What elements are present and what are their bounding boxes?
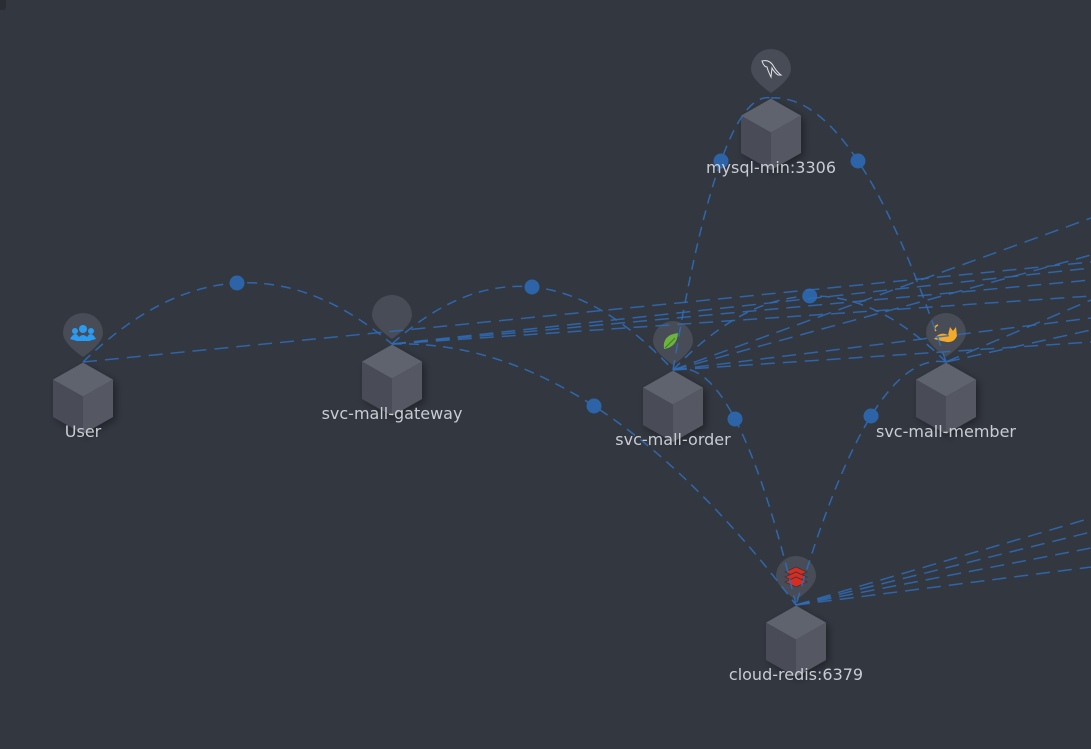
edge-midpoint-dot[interactable] [229,275,245,291]
cube-icon [643,370,703,442]
edge-midpoint-dot[interactable] [586,398,602,414]
node-mysql[interactable] [741,49,801,170]
users-icon [70,325,96,341]
edge-order-offscreen[interactable] [672,254,1091,371]
edge-midpoint-dot[interactable] [863,408,879,424]
edge-order-offscreen[interactable] [672,317,1091,371]
cube-icon [741,98,801,170]
node-label: cloud-redis:6379 [729,665,863,684]
edge-order-offscreen[interactable] [672,341,1091,371]
node-member[interactable] [916,313,976,434]
node-gateway[interactable] [362,295,422,416]
edge-midpoint-dot[interactable] [524,279,540,295]
icon-badge [776,556,816,600]
edge-gateway-order[interactable] [391,279,674,371]
window-corner [0,0,6,10]
icon-badge [751,49,791,93]
edge-gateway-offscreen[interactable] [391,279,1091,345]
cube-icon [766,605,826,677]
edge-midpoint-dot[interactable] [850,153,866,169]
node-label: mysql-min:3306 [706,158,836,177]
edge-member-redis[interactable] [795,360,947,606]
spring-leaf-icon [663,333,678,349]
cube-icon [362,344,422,416]
cube-icon [916,362,976,434]
icon-badge [372,295,412,339]
node-order[interactable] [643,321,703,442]
edge-redis-offscreen[interactable] [795,547,1091,606]
edge-gateway-offscreen[interactable] [391,267,1091,345]
mysql-dolphin-icon [761,60,783,79]
node-user[interactable] [53,313,113,434]
icon-badge [653,321,693,365]
edge-gateway-offscreen[interactable] [391,295,1091,345]
node-label: User [65,422,102,441]
edge-redis-offscreen[interactable] [795,531,1091,606]
edge-midpoint-dot[interactable] [727,411,743,427]
node-label: svc-mall-member [876,422,1016,441]
node-label: svc-mall-order [615,430,731,449]
edge-redis-offscreen[interactable] [795,517,1091,606]
edge-member-offscreen[interactable] [945,329,1091,363]
node-redis[interactable] [766,556,826,677]
edge-user-gateway[interactable] [82,275,393,363]
icon-badge [63,313,103,357]
edge-gateway-redis[interactable] [391,343,797,606]
edge-midpoint-dot[interactable] [802,288,818,304]
node-label: svc-mall-gateway [322,404,463,423]
edge-redis-offscreen[interactable] [795,566,1091,606]
edge-member-offscreen[interactable] [945,299,1091,363]
edge-order-member[interactable] [672,288,947,371]
edge-midpoint-dot[interactable] [713,153,729,169]
icon-badge [926,313,966,357]
cube-icon [53,362,113,434]
edge-order-redis[interactable] [672,367,797,606]
edge-order-offscreen[interactable] [672,217,1091,371]
